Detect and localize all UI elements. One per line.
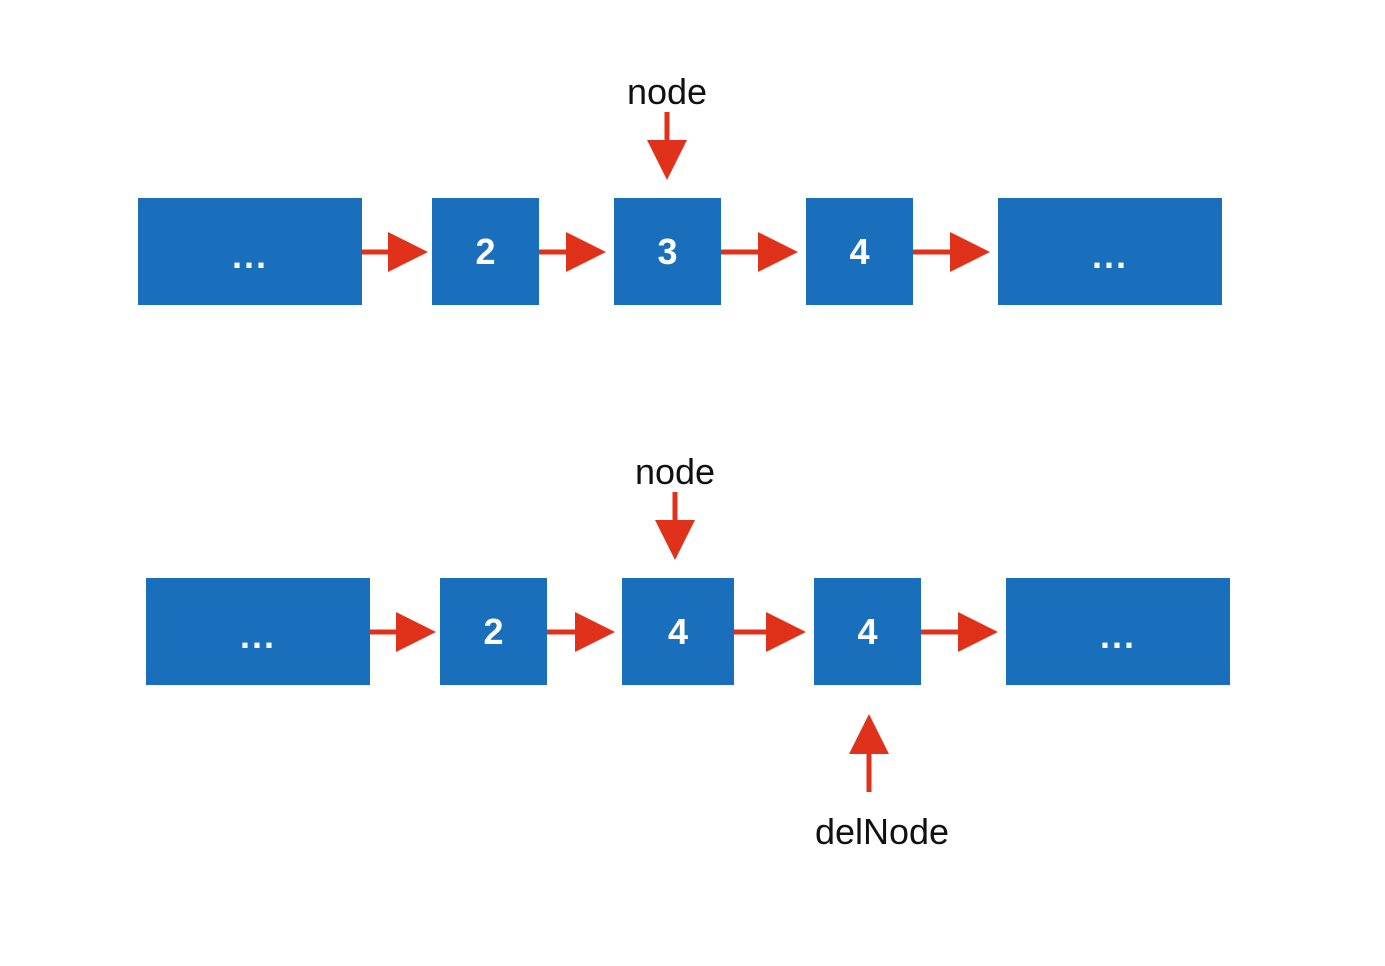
bottom-list-node-4: 4 (814, 578, 921, 685)
top-node-label: node (626, 71, 708, 112)
bottom-list-node-copied-4-value: 4 (667, 610, 689, 652)
delnode-label: delNode (814, 811, 950, 852)
top-list-node-tail: ... (998, 198, 1222, 305)
top-list-node-4: 4 (806, 198, 913, 305)
bottom-list-node-head-value: ... (239, 614, 276, 656)
top-list-node-2: 2 (432, 198, 539, 305)
top-list-node-tail-value: ... (1091, 234, 1128, 276)
bottom-list-node-4-value: 4 (857, 610, 878, 652)
top-list-node-2-value: 2 (475, 230, 496, 272)
bottom-node-label: node (634, 451, 716, 492)
top-list-node-4-value: 4 (849, 230, 870, 272)
top-list-node-3-value: 3 (657, 230, 678, 272)
top-list-node-3: 3 (614, 198, 721, 305)
bottom-list-node-2-value: 2 (483, 610, 504, 652)
bottom-list-node-head: ... (146, 578, 370, 685)
bottom-list-node-tail: ... (1006, 578, 1230, 685)
bottom-list-node-copied-4: 4 (622, 578, 734, 685)
bottom-list-node-2: 2 (440, 578, 547, 685)
top-list-node-head: ... (138, 198, 362, 305)
bottom-list-node-tail-value: ... (1099, 614, 1136, 656)
top-list-node-head-value: ... (231, 234, 268, 276)
